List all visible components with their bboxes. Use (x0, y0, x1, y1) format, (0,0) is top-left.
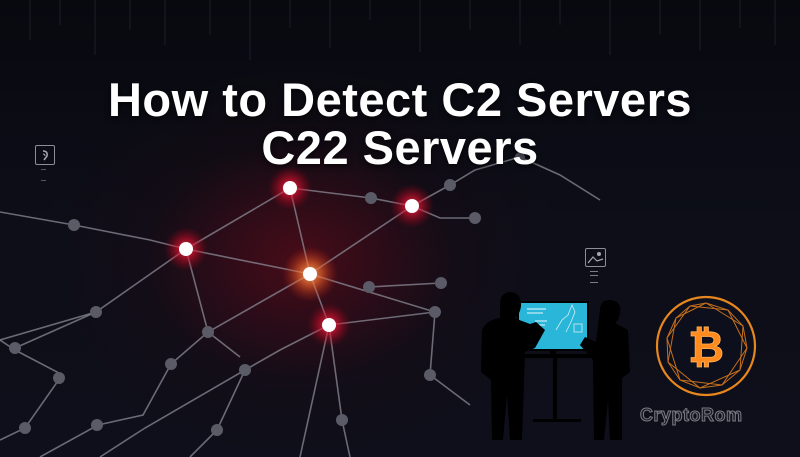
compromised-nodes (164, 166, 434, 347)
bitcoin-symbol: ₿ (688, 323, 724, 372)
audio-lines-icon (41, 169, 46, 181)
audio-icon (35, 145, 55, 165)
image-placeholder-icon (585, 248, 606, 267)
people-at-monitor-illustration (481, 292, 630, 440)
idle-nodes (9, 152, 525, 436)
brand-logo-text: CryptoRom (640, 405, 743, 426)
headline-line-1: How to Detect C2 Servers (107, 73, 693, 126)
bitcoin-logo: ₿ (655, 295, 757, 397)
headline-line-2: C22 Servers (261, 121, 539, 174)
circuit-traces (29, 0, 776, 60)
image-lines-icon (590, 271, 598, 283)
